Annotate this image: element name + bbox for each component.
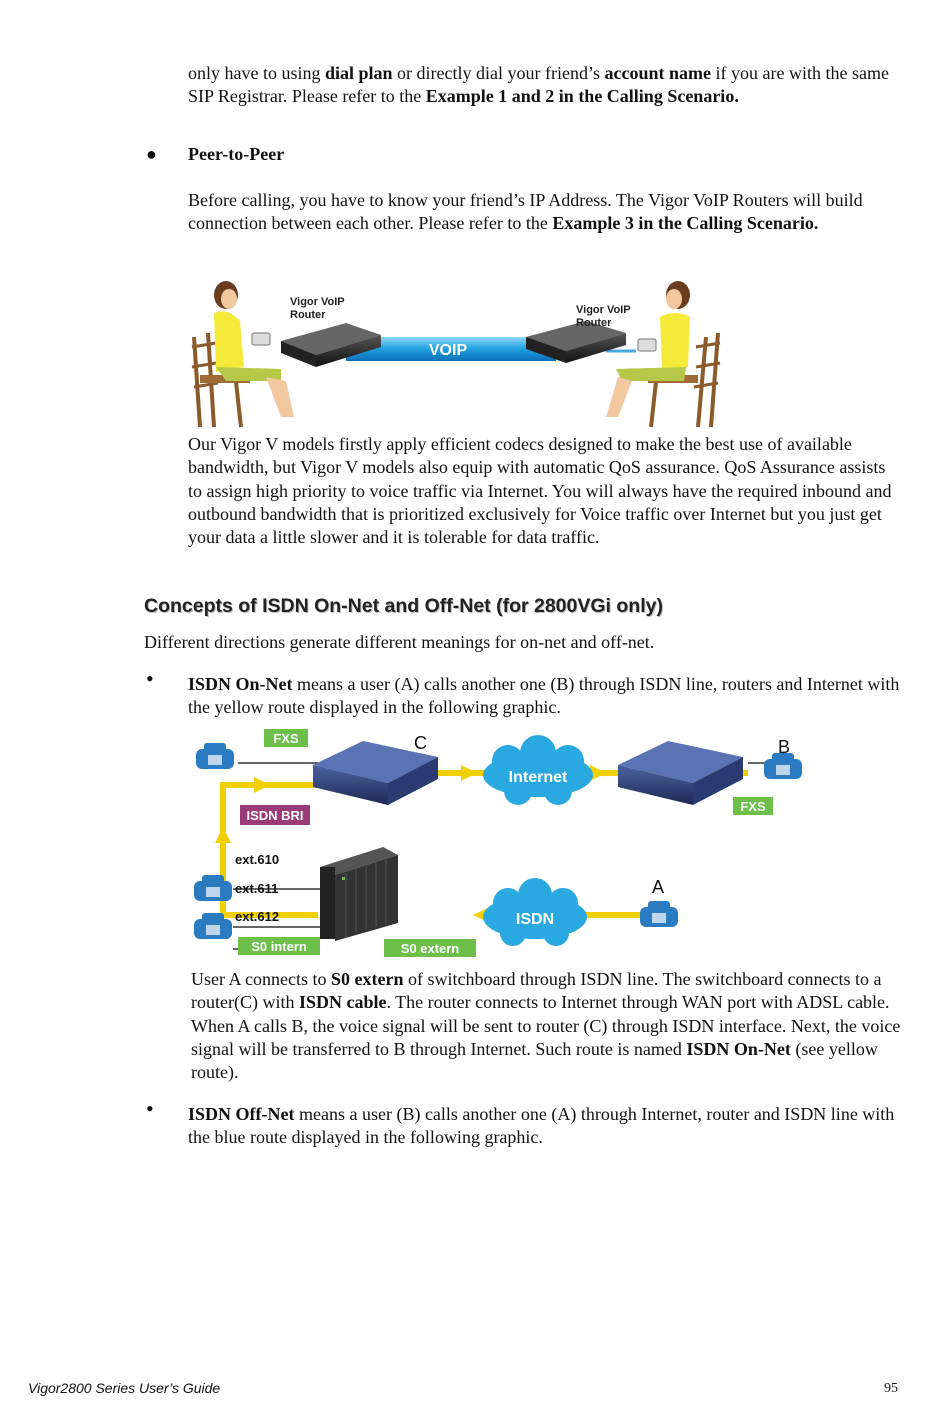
right-router-label-2: Router	[576, 317, 612, 329]
router-b-icon	[618, 741, 743, 805]
fxs-tag-right	[733, 797, 773, 815]
isdn-onnet-figure: C B A Internet ISDN	[194, 729, 802, 957]
isdn-cloud-label: ISDN	[516, 911, 554, 928]
peer-to-peer-title: Peer-to-Peer	[188, 144, 285, 164]
left-router-icon	[281, 323, 381, 367]
intro-paragraph: only have to using dial plan or directly…	[188, 63, 889, 107]
isdn-bri-tag	[240, 805, 310, 825]
left-router-label-2: Router	[290, 309, 326, 321]
right-router-label-1: Vigor VoIP	[576, 304, 631, 316]
right-person-phone-illustration	[606, 281, 721, 428]
voip-tunnel-label: VOIP	[429, 342, 468, 359]
peer-to-peer-paragraph: Before calling, you have to know your fr…	[188, 190, 863, 234]
internet-label: Internet	[509, 769, 568, 786]
voip-peer-figure: VOIP Vigor VoIP Router Vigor VoIP Router	[191, 281, 721, 428]
s0-intern-tag-label: S0 intern	[251, 939, 307, 954]
router-c-icon	[313, 741, 438, 805]
fxs-tag-left	[264, 729, 308, 747]
onnet-paragraph: ISDN On-Net means a user (A) calls anoth…	[188, 674, 900, 718]
ext-611-label: ext.611	[235, 881, 278, 896]
fxs-tag-left-label: FXS	[273, 731, 299, 746]
ext-610-label: ext.610	[235, 852, 279, 867]
section-heading: Concepts of ISDN On-Net and Off-Net (for…	[144, 595, 663, 617]
phone-icon	[764, 753, 802, 779]
switchboard-icon	[320, 847, 398, 941]
internet-cloud	[483, 735, 593, 805]
phone-icon	[194, 875, 232, 901]
phone-icon	[196, 743, 234, 769]
fxs-tag-right-label: FXS	[740, 799, 766, 814]
phone-icon	[194, 913, 232, 939]
offnet-paragraph: ISDN Off-Net means a user (B) calls anot…	[188, 1104, 895, 1148]
label-a: A	[652, 877, 664, 897]
section-intro: Different directions generate different …	[144, 632, 655, 652]
label-c: C	[414, 733, 427, 753]
phone-icon	[640, 901, 678, 927]
page-number: 95	[884, 1381, 898, 1396]
left-person-phone-illustration	[191, 281, 294, 428]
isdn-bri-tag-label: ISDN BRI	[246, 808, 303, 823]
s0-intern-tag	[238, 937, 320, 955]
bullet-dot: ●	[146, 144, 157, 164]
qos-paragraph: Our Vigor V models firstly apply efficie…	[188, 434, 892, 548]
ext-612-label: ext.612	[235, 909, 279, 924]
onnet-detail-paragraph: User A connects to S0 extern of switchbo…	[191, 969, 901, 1083]
footer-title: Vigor2800 Series User’s Guide	[28, 1380, 221, 1396]
left-router-label-1: Vigor VoIP	[290, 296, 345, 308]
right-router-icon	[526, 321, 626, 363]
isdn-cloud	[483, 878, 587, 946]
s0-extern-tag-label: S0 extern	[401, 941, 460, 956]
label-b: B	[778, 737, 790, 757]
s0-extern-tag	[384, 939, 476, 957]
bullet-dot: •	[146, 666, 154, 691]
bullet-dot: •	[146, 1096, 154, 1121]
